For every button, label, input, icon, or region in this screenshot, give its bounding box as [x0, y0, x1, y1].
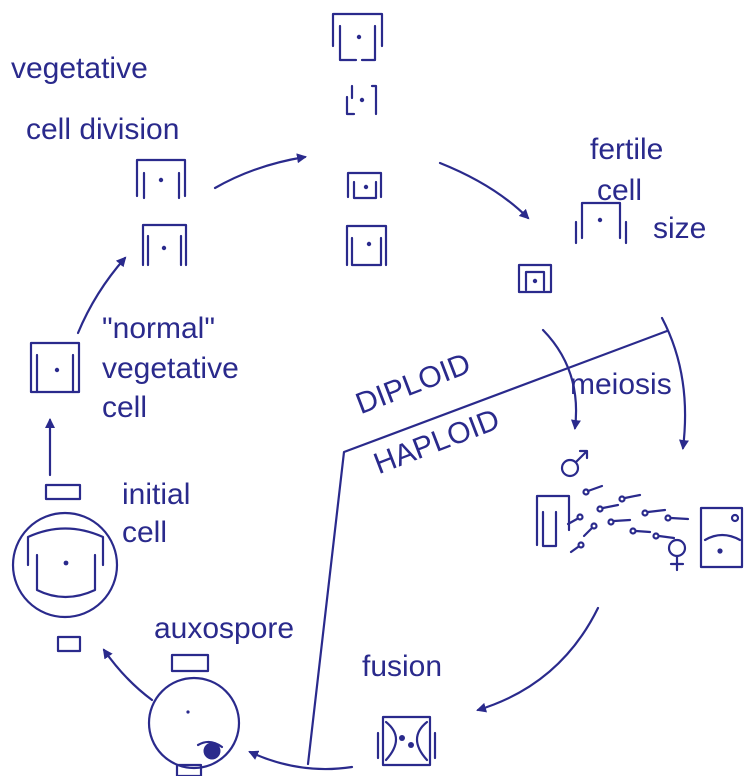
- fusion-cell: [378, 717, 435, 765]
- arrow-fusion-to-auxospore: [250, 752, 352, 769]
- label-fusion: fusion: [362, 652, 442, 682]
- label-initial-cell: cell: [122, 518, 167, 548]
- arrow-to-fusion: [478, 608, 598, 710]
- label-auxospore: auxospore: [154, 614, 294, 644]
- label-fertile: fertile: [590, 135, 663, 165]
- label-cell-division: cell division: [26, 115, 179, 145]
- male-symbol: [562, 451, 587, 476]
- dividing-cell-upper: [137, 160, 185, 198]
- label-fertile-size: size: [653, 214, 706, 244]
- sperm-cells: [568, 486, 688, 552]
- normal-vegetative-cell: [31, 343, 79, 392]
- dividing-cell-lower: [143, 225, 186, 265]
- gamete-parent-right: [701, 508, 742, 567]
- label-initial: initial: [122, 480, 190, 510]
- auxospore-drawing: [149, 655, 239, 776]
- fertile-cell-small: [519, 265, 551, 292]
- shrinking-cell-2: [347, 86, 376, 114]
- shrinking-cell-4: [347, 226, 386, 265]
- shrinking-cell-3: [348, 173, 381, 198]
- arrow-top-to-fertile: [440, 163, 528, 218]
- fertile-cell-large: [576, 203, 626, 243]
- label-normal: "normal": [102, 314, 215, 344]
- label-vegetative: vegetative: [11, 54, 148, 84]
- arrow-auxospore-to-initial: [104, 650, 152, 700]
- shrinking-cell-1: [333, 14, 382, 60]
- initial-cell-drawing: [13, 485, 117, 651]
- gamete-parent-left: [537, 496, 569, 546]
- label-normal-cell: cell: [102, 393, 147, 423]
- arrow-division-to-top: [215, 157, 305, 188]
- female-symbol: [669, 540, 685, 570]
- label-normal-vegetative: vegetative: [102, 354, 239, 384]
- label-fertile-cell: cell: [597, 176, 642, 206]
- label-meiosis: meiosis: [570, 370, 672, 400]
